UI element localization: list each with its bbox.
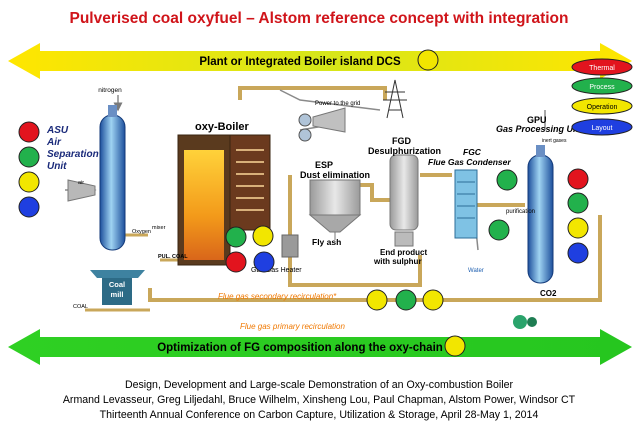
fgd-label: FGD	[392, 136, 411, 146]
fgd	[389, 154, 419, 247]
footer-line-3: Thirteenth Annual Conference on Carbon C…	[99, 409, 539, 421]
end-product-label-2: with sulphur	[373, 257, 422, 266]
gpu-label: GPU	[527, 115, 547, 125]
indicator-dots	[18, 49, 589, 357]
esp-label: ESP	[315, 160, 333, 170]
nitrogen-label: nitrogen	[98, 87, 122, 94]
gas-heater-label: Gas/Gas Heater	[251, 267, 302, 274]
fgc-label: FGC	[463, 147, 482, 157]
oxy-boiler	[177, 134, 271, 266]
dot-asu-green	[18, 146, 40, 168]
legend-thermal: Thermal	[589, 65, 615, 72]
fgc	[454, 169, 478, 239]
optimization-arrow	[8, 329, 632, 365]
dot-asu-yellow	[18, 171, 40, 193]
legend-layout: Layout	[591, 125, 612, 132]
fgd-sublabel: Desulphurization	[368, 146, 441, 156]
fly-ash-label: Fly ash	[312, 237, 341, 247]
dot-gpu-green	[567, 192, 589, 214]
co2-label: CO2	[540, 289, 557, 298]
dot-gpu-yellow	[567, 217, 589, 239]
footer-line-1: Design, Development and Large-scale Demo…	[124, 379, 514, 391]
optimization-arrow-label: Optimization of FG composition along the…	[157, 342, 443, 354]
oxygen-label: Oxygen	[132, 229, 151, 235]
oxy-boiler-label: oxy-Boiler	[195, 121, 250, 133]
dot-boiler-red	[225, 251, 247, 273]
dot-asu-red	[18, 121, 40, 143]
mixer-label: mixer	[152, 225, 166, 231]
dot-bottom-yellow	[444, 335, 466, 357]
page-title: Pulverised coal oxyfuel – Alstom referen…	[69, 10, 569, 27]
dot-boiler-green	[225, 226, 247, 248]
legend: Thermal Process Operation Layout	[571, 58, 633, 136]
dcs-arrow-label: Plant or Integrated Boiler island DCS	[199, 56, 401, 68]
primary-recirc-label: Flue gas primary recirculation	[240, 322, 345, 331]
air-fan	[67, 179, 96, 202]
dot-asu-blue	[18, 196, 40, 218]
legend-operation: Operation	[587, 104, 618, 111]
footer-citation: Design, Development and Large-scale Demo…	[0, 378, 638, 423]
dcs-arrow	[8, 43, 632, 79]
turbine	[298, 107, 346, 142]
inert-gases-label: inert gases	[542, 138, 567, 144]
asu-label-3: Separation	[47, 149, 99, 160]
pylon-icon	[383, 79, 407, 119]
purification-label: purification	[506, 209, 535, 215]
dot-recirc-yellow-1	[366, 289, 388, 311]
dot-dcs-yellow	[417, 49, 439, 71]
dot-gpu-red	[567, 168, 589, 190]
dot-boiler-blue	[253, 251, 275, 273]
footer-line-2: Armand Levasseur, Greg Liljedahl, Bruce …	[62, 394, 576, 406]
esp	[308, 179, 362, 240]
dot-fgc-green	[496, 169, 518, 191]
legend-process: Process	[589, 84, 615, 91]
coal-mill-label-1: Coal	[109, 280, 125, 289]
secondary-recirc-label: Flue gas secondary recirculation*	[218, 292, 337, 301]
pul-coal-label: PUL. COAL	[158, 254, 188, 260]
asu-label-4: Unit	[47, 161, 67, 172]
esp-sublabel: Dust elimination	[300, 170, 370, 180]
power-to-grid-label: Power to the grid	[315, 101, 360, 107]
dot-fgc-green-2	[488, 219, 510, 241]
coal-label: COAL	[73, 304, 88, 310]
asu-column	[99, 105, 126, 251]
coal-mill	[90, 270, 145, 305]
gpu-sublabel: Gas Processing Unit	[496, 124, 585, 134]
dot-recirc-yellow-2	[422, 289, 444, 311]
air-label: air	[78, 180, 84, 186]
asu-label-1: ASU	[46, 125, 69, 136]
dot-recirc-green	[395, 289, 417, 311]
end-product-label-1: End product	[380, 248, 427, 257]
coal-mill-label-2: mill	[111, 290, 124, 299]
gpu-column	[513, 145, 554, 329]
dot-gpu-blue	[567, 242, 589, 264]
dot-boiler-yellow	[252, 225, 274, 247]
asu-label-2: Air	[46, 137, 62, 148]
gas-gas-heater	[281, 234, 299, 258]
fgc-sublabel: Flue Gas Condenser	[428, 157, 511, 167]
water-label: Water	[468, 268, 484, 274]
